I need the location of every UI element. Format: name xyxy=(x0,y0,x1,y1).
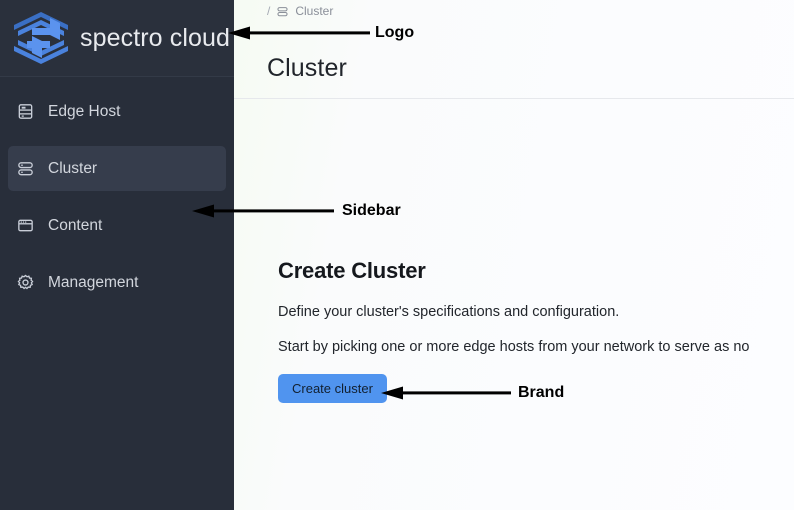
sidebar: spectro cloud Edge Host xyxy=(0,0,234,510)
breadcrumb-item-cluster[interactable]: Cluster xyxy=(295,4,334,18)
sidebar-nav: Edge Host Cluster C xyxy=(0,77,234,311)
create-cluster-button[interactable]: Create cluster xyxy=(278,374,387,403)
sidebar-item-label: Management xyxy=(48,273,139,291)
breadcrumb: / Cluster xyxy=(267,4,333,18)
header-divider xyxy=(234,98,794,99)
spectro-cloud-hexagon-s-logo-icon xyxy=(14,12,68,64)
sidebar-item-edge-host[interactable]: Edge Host xyxy=(8,89,226,134)
sidebar-item-label: Cluster xyxy=(48,159,98,177)
stacked-layers-icon xyxy=(277,6,288,16)
create-cluster-heading: Create Cluster xyxy=(278,258,426,283)
create-cluster-description-2: Start by picking one or more edge hosts … xyxy=(278,339,750,355)
breadcrumb-separator: / xyxy=(267,4,271,18)
brand-logo-text: spectro cloud xyxy=(80,23,230,52)
page-title: Cluster xyxy=(267,54,347,82)
sidebar-item-label: Edge Host xyxy=(48,102,121,120)
sidebar-item-cluster[interactable]: Cluster xyxy=(8,146,226,191)
stacked-layers-icon xyxy=(18,162,33,176)
create-cluster-description-1: Define your cluster's specifications and… xyxy=(278,304,620,320)
browser-window-icon xyxy=(18,219,33,232)
sidebar-item-label: Content xyxy=(48,216,103,234)
brand-logo[interactable]: spectro cloud xyxy=(0,0,234,77)
sidebar-item-management[interactable]: Management xyxy=(8,260,226,305)
server-rack-icon xyxy=(18,104,33,119)
main-content-area: / Cluster Cluster Create Cluster Define … xyxy=(234,0,794,510)
sidebar-item-content[interactable]: Content xyxy=(8,203,226,248)
gear-icon xyxy=(17,274,34,290)
create-cluster-panel: Create Cluster Define your cluster's spe… xyxy=(278,258,794,403)
